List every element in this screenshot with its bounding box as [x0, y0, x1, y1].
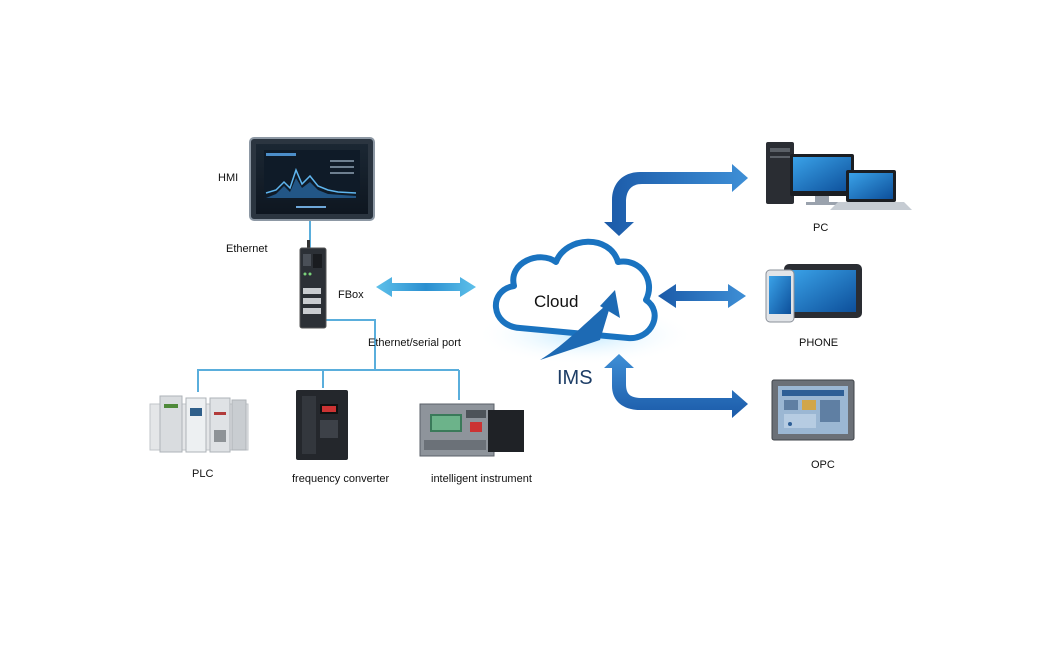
intelligent-instrument-device	[419, 403, 524, 457]
phone-devices	[765, 264, 862, 323]
frequency-converter-label: frequency converter	[292, 473, 390, 485]
plc-device	[149, 395, 249, 453]
pc-devices	[766, 142, 912, 210]
hmi-label: HMI	[218, 172, 239, 184]
cloud-shape	[475, 238, 695, 365]
frequency-converter-device	[296, 390, 348, 460]
opc-label: OPC	[811, 459, 835, 471]
hmi-device	[249, 137, 375, 221]
plc-label: PLC	[192, 468, 214, 480]
intelligent-instrument-label: intelligent instrument	[431, 473, 532, 485]
ethernet-label: Ethernet	[226, 243, 268, 255]
fbox-cloud-arrow	[376, 277, 476, 297]
arrow-to-phone	[658, 284, 746, 308]
fbox-label: FBox	[338, 289, 364, 301]
arrow-to-pc	[604, 164, 748, 236]
fbox-bus-line	[197, 319, 376, 392]
arrow-to-opc	[604, 354, 748, 418]
opc-device	[771, 379, 855, 441]
cloud-label: Cloud	[534, 292, 579, 311]
ims-label: IMS	[557, 367, 593, 389]
fbox-device	[299, 240, 327, 329]
pc-label: PC	[813, 222, 829, 234]
ethernet-serial-label: Ethernet/serial port	[368, 337, 461, 349]
phone-label: PHONE	[799, 337, 839, 349]
